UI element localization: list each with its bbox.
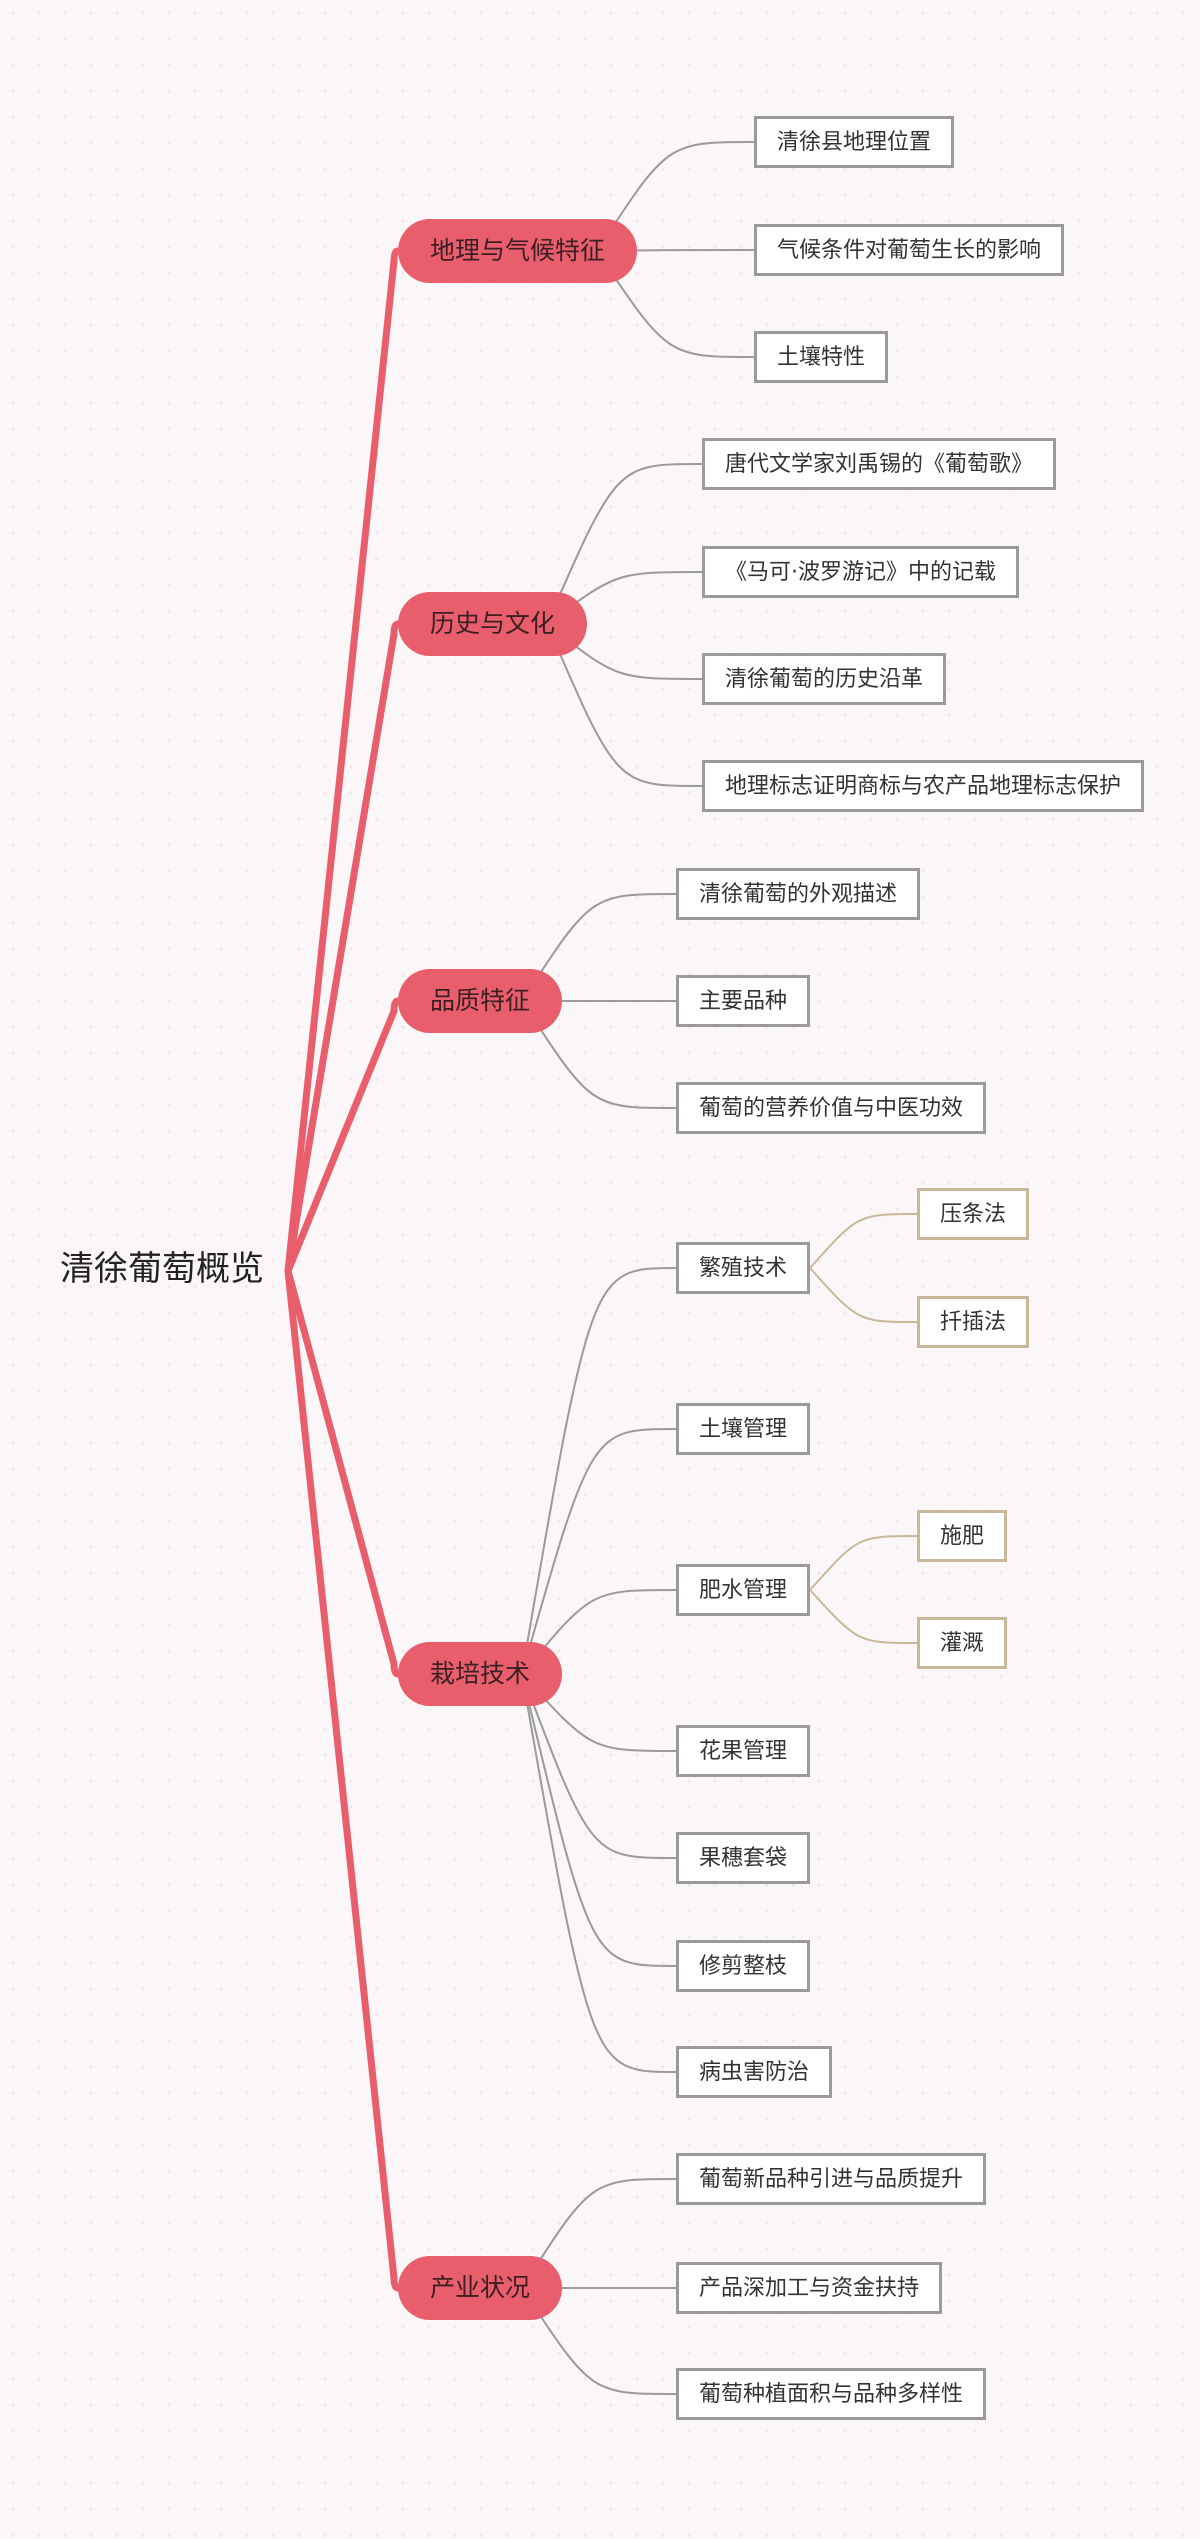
subtopic[interactable]: 气候条件对葡萄生长的影响 <box>754 224 1065 276</box>
leaf-topic[interactable]: 扦插法 <box>917 1296 1030 1348</box>
subtopic-connector <box>521 1673 677 2073</box>
subtopic[interactable]: 产品深加工与资金扶持 <box>676 2262 943 2314</box>
subtopic-connector <box>546 623 703 787</box>
subtopic[interactable]: 土壤管理 <box>676 1403 811 1455</box>
subtopic-connector <box>596 141 755 252</box>
branch-topic[interactable]: 品质特征 <box>398 969 563 1033</box>
subtopic[interactable]: 肥水管理 <box>676 1564 811 1616</box>
main-branch-connector <box>284 247 402 1275</box>
subtopic[interactable]: 清徐葡萄的历史沿革 <box>702 653 947 705</box>
subtopic[interactable]: 《马可·波罗游记》中的记载 <box>702 546 1019 598</box>
leaf-topic[interactable]: 灌溉 <box>917 1617 1008 1669</box>
subtopic[interactable]: 主要品种 <box>676 975 811 1027</box>
subtopic-connector <box>546 463 703 625</box>
main-branch-connector <box>284 1267 402 1678</box>
subtopic-connector <box>521 2287 677 2395</box>
main-branch-connector <box>284 997 402 1275</box>
subtopic[interactable]: 地理标志证明商标与农产品地理标志保护 <box>702 760 1145 812</box>
subtopic[interactable]: 修剪整枝 <box>676 1940 811 1992</box>
subtopic-connector <box>596 250 755 358</box>
leaf-topic[interactable]: 施肥 <box>917 1510 1008 1562</box>
subtopic[interactable]: 果穗套袋 <box>676 1832 811 1884</box>
leaf-connector <box>809 1535 918 1591</box>
main-branch-connector <box>284 1267 402 2292</box>
subtopic[interactable]: 土壤特性 <box>754 331 889 383</box>
main-branch-connector <box>284 620 402 1275</box>
subtopic[interactable]: 唐代文学家刘禹锡的《葡萄歌》 <box>702 438 1057 490</box>
subtopic-connector <box>521 1428 677 1675</box>
subtopic[interactable]: 清徐县地理位置 <box>754 116 955 168</box>
subtopic[interactable]: 花果管理 <box>676 1725 811 1777</box>
leaf-topic[interactable]: 压条法 <box>917 1188 1030 1240</box>
subtopic-connector <box>521 2178 677 2289</box>
branch-topic[interactable]: 历史与文化 <box>398 592 588 656</box>
subtopic[interactable]: 繁殖技术 <box>676 1242 811 1294</box>
branch-topic[interactable]: 栽培技术 <box>398 1642 563 1706</box>
leaf-connector <box>809 1589 918 1644</box>
subtopic-connector <box>521 1000 677 1109</box>
subtopic[interactable]: 清徐葡萄的外观描述 <box>676 868 921 920</box>
branch-topic[interactable]: 产业状况 <box>398 2256 563 2320</box>
subtopic[interactable]: 葡萄的营养价值与中医功效 <box>676 1082 987 1134</box>
subtopic[interactable]: 葡萄新品种引进与品质提升 <box>676 2153 987 2205</box>
subtopic-connector <box>521 1673 677 1967</box>
root-topic[interactable]: 清徐葡萄概览 <box>60 1249 264 1289</box>
branch-topic[interactable]: 地理与气候特征 <box>398 219 638 283</box>
subtopic-connector <box>521 1673 677 1859</box>
leaf-connector <box>809 1267 918 1323</box>
subtopic[interactable]: 葡萄种植面积与品种多样性 <box>676 2368 987 2420</box>
leaf-connector <box>809 1213 918 1269</box>
subtopic-connector <box>521 893 677 1002</box>
subtopic-connector <box>521 1267 677 1675</box>
subtopic[interactable]: 病虫害防治 <box>676 2046 833 2098</box>
